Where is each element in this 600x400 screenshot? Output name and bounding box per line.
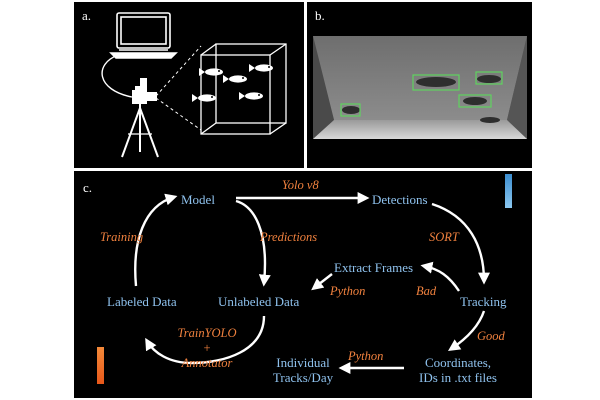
- edge-label-good: Good: [477, 329, 505, 343]
- setup-illustration: [101, 12, 287, 158]
- arrow-extract-to-unlabeled: [311, 273, 333, 291]
- workflow-arrows: [134, 192, 490, 374]
- edge-label-bad: Bad: [416, 284, 437, 298]
- panel-a-label: a.: [82, 8, 92, 23]
- panel-b-camera-frame: b.: [307, 2, 532, 168]
- camera-icon: [132, 78, 157, 104]
- fish-icon: [477, 75, 501, 83]
- orange-bar: [97, 347, 104, 384]
- tripod-icon: [121, 104, 159, 158]
- edge-label-yolo: Yolo v8: [282, 178, 319, 192]
- fish-icon: [223, 75, 247, 83]
- panel-c-label: c.: [83, 180, 93, 195]
- arrow-unlabeled-to-labeled: [145, 315, 266, 365]
- node-coordinates-line2: IDs in .txt files: [419, 370, 497, 385]
- edge-label-predictions: Predictions: [260, 230, 318, 244]
- fish-icon: [416, 77, 456, 87]
- edge-label-python-tracks: Python: [348, 349, 384, 363]
- node-model: Model: [181, 192, 215, 207]
- node-detections: Detections: [372, 192, 428, 207]
- arrow-tracking-to-coordinates: [448, 310, 486, 351]
- node-individual-tracks-line2: Tracks/Day: [272, 370, 334, 385]
- fish-icon: [239, 92, 263, 100]
- edge-label-sort: SORT: [429, 230, 459, 244]
- arrow-detections-to-tracking: [431, 202, 490, 285]
- laptop-icon: [109, 12, 178, 59]
- edge-label-training: Training: [100, 230, 144, 244]
- arrow-tracking-to-extract: [420, 261, 460, 292]
- fish-tank-icon: [200, 43, 287, 135]
- fish-icon: [480, 117, 500, 123]
- detection-box: [475, 71, 503, 85]
- edge-label-python-extract: Python: [330, 284, 366, 298]
- panel-c-workflow: c. Model Detections: [74, 171, 532, 398]
- node-labeled-data: Labeled Data: [107, 294, 177, 309]
- node-tracking: Tracking: [460, 294, 507, 309]
- blue-bar: [505, 174, 512, 208]
- detection-box: [340, 103, 361, 117]
- fish-icon: [192, 94, 216, 102]
- detection-box: [412, 74, 460, 91]
- fish-icon: [463, 97, 487, 105]
- fish-icon: [249, 64, 273, 72]
- arrow-model-to-unlabeled: [235, 199, 271, 287]
- fish-icon: [199, 68, 223, 76]
- camera-frame-image: [313, 36, 527, 139]
- cable-line: [101, 54, 133, 98]
- node-extract-frames: Extract Frames: [334, 260, 414, 275]
- arrow-labeled-to-model: [134, 193, 178, 287]
- edge-label-trainyolo: TrainYOLO: [177, 326, 237, 340]
- node-coordinates: Coordinates, IDs in .txt files: [411, 355, 505, 385]
- field-of-view-lines: [155, 45, 202, 131]
- panel-a-setup: a.: [74, 2, 304, 168]
- node-coordinates-line1: Coordinates,: [424, 355, 492, 370]
- node-unlabeled-data: Unlabeled Data: [218, 294, 300, 309]
- panel-b-label: b.: [315, 8, 325, 23]
- node-individual-tracks: Individual Tracks/Day: [267, 355, 339, 385]
- fish-icon: [342, 106, 360, 114]
- edge-label-trainyolo-annotator: TrainYOLO + Annotator: [172, 326, 242, 371]
- node-individual-tracks-line1: Individual: [276, 355, 330, 370]
- edge-label-annotator: Annotator: [181, 356, 233, 370]
- edge-label-plus: +: [203, 341, 211, 355]
- detection-box: [458, 94, 492, 108]
